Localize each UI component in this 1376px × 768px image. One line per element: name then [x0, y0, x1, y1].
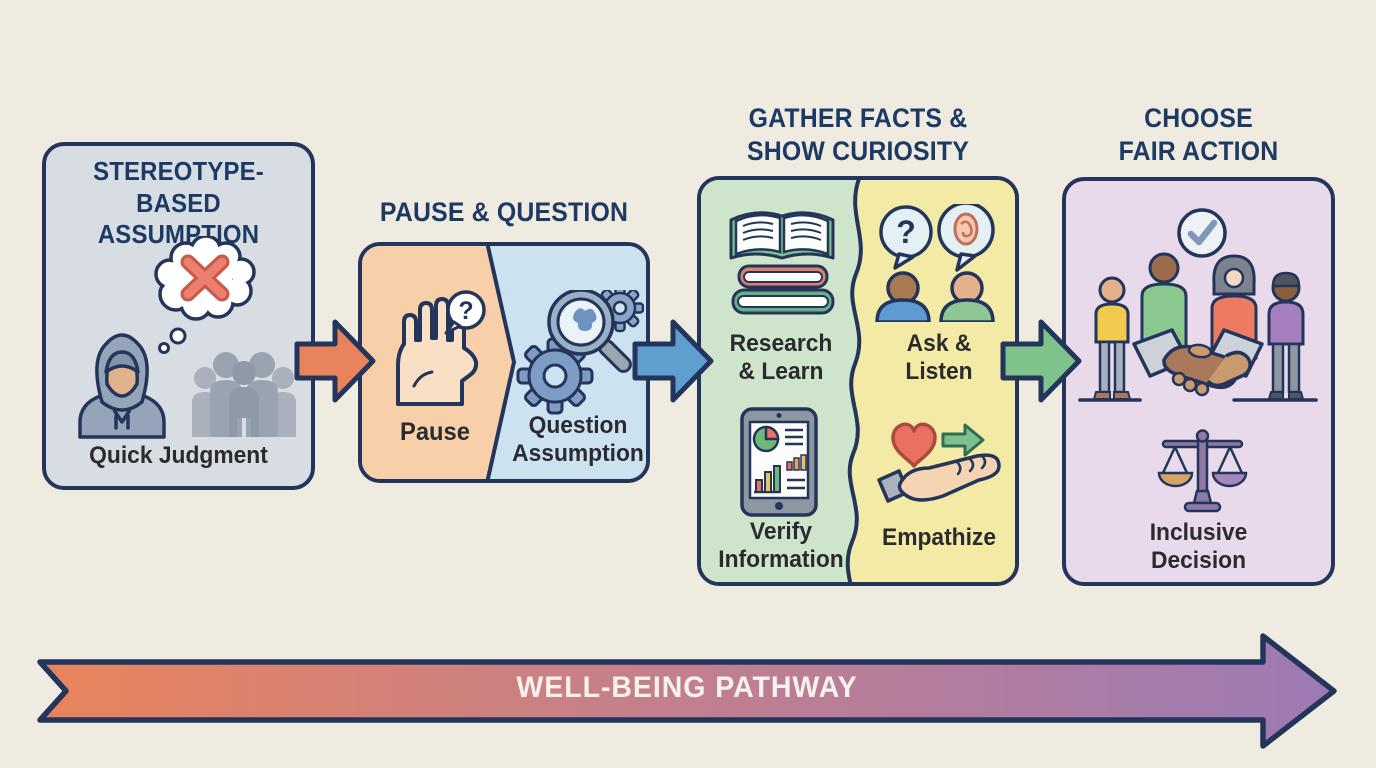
quick-judgment-label: Quick Judgment: [89, 442, 268, 469]
stage3-title-line1: GATHER FACTS &: [748, 103, 968, 133]
diverse-group-handshake-icon: [1078, 252, 1318, 402]
check-circle-icon: [1177, 208, 1227, 258]
raised-hand-icon: ?: [396, 290, 486, 406]
crowd-icon: [192, 352, 296, 437]
empathize-label: Empathize: [863, 524, 1015, 552]
flow-arrow-3-icon: [1000, 319, 1082, 403]
ear-icon: [953, 212, 979, 246]
ask-listen-icon: ?: [875, 204, 995, 322]
wellbeing-pathway-text: WELL-BEING PATHWAY: [516, 671, 858, 704]
pause-question-mark: ?: [458, 297, 473, 325]
question-assumption-label: Question Assumption: [512, 412, 645, 468]
wellbeing-pathway-label: WELL-BEING PATHWAY: [450, 671, 925, 705]
ask-line1: Ask &: [906, 330, 972, 357]
inclusive-line2: Decision: [1150, 547, 1247, 575]
flow-arrow-1-icon: [294, 319, 376, 403]
verify-line2: Information: [718, 546, 844, 574]
ask-question-mark: ?: [896, 214, 916, 250]
heart-hand-icon: [877, 422, 1001, 503]
research-line2: & Learn: [738, 358, 824, 386]
stage-choose-fair-action: Inclusive Decision: [1062, 177, 1335, 586]
scales-icon: [1157, 429, 1248, 513]
stage3-title-line2: SHOW CURIOSITY: [746, 135, 970, 166]
stage3-title: GATHER FACTS & SHOW CURIOSITY: [703, 102, 1012, 168]
books-icon: [729, 211, 835, 315]
heart-icon: [891, 422, 937, 468]
flow-arrow-2-icon: [632, 319, 714, 403]
research-line1: Research: [729, 330, 833, 357]
stage-gather-facts: ? Research & Learn Ask & Listen: [697, 176, 1019, 586]
ask-line2: Listen: [905, 358, 973, 386]
question-label-line2: Assumption: [512, 440, 644, 468]
pause-label: Pause: [369, 418, 500, 447]
stage4-title-line2: FAIR ACTION: [1118, 135, 1279, 166]
hooded-person-icon: [78, 333, 166, 439]
stage2-title-line1: PAUSE & QUESTION: [379, 197, 629, 227]
verify-line1: Verify: [749, 518, 813, 545]
question-label-line1: Question: [528, 412, 628, 439]
ask-listen-label: Ask & Listen: [863, 330, 1015, 386]
wellbeing-pathway-banner: [37, 633, 1337, 749]
pause-label-text: Pause: [399, 418, 470, 446]
transfer-arrow-icon: [941, 423, 985, 457]
thought-bubble-x-icon: [154, 236, 256, 354]
inclusive-line1: Inclusive: [1149, 519, 1248, 546]
magnifier-gears-icon: [516, 290, 644, 415]
stage-stereotype-assumption: STEREOTYPE-BASED ASSUMPTION: [42, 142, 315, 490]
question-bubble-icon: [446, 290, 486, 330]
stage1-title-line1: STEREOTYPE-BASED: [93, 156, 264, 218]
verify-information-label: Verify Information: [705, 518, 857, 574]
research-learn-label: Research & Learn: [705, 330, 857, 386]
stage1-caption: Quick Judgment: [53, 442, 305, 470]
stage4-title-line1: CHOOSE: [1144, 103, 1253, 133]
stage4-title: CHOOSE FAIR ACTION: [1073, 102, 1324, 168]
empathize-text: Empathize: [881, 524, 997, 551]
inclusive-decision-label: Inclusive Decision: [1073, 519, 1325, 575]
tablet-charts-icon: [740, 407, 818, 517]
stage-pause-question: ?: [358, 242, 650, 483]
stage2-title: PAUSE & QUESTION: [370, 196, 639, 229]
